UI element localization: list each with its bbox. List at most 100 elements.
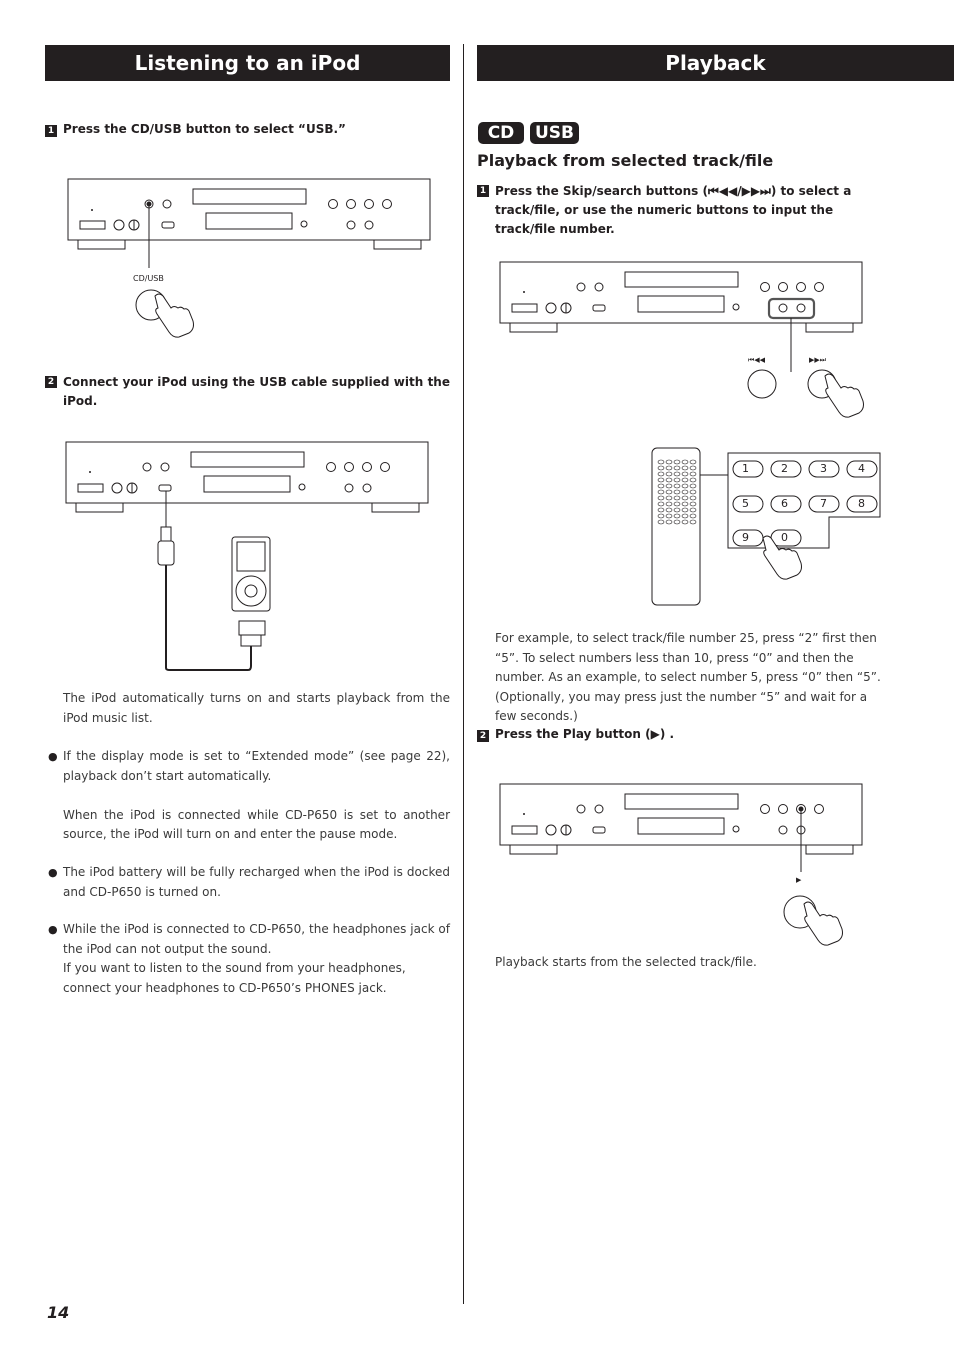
- keypad-key-5: 5: [742, 497, 749, 510]
- page-number: 14: [47, 1303, 70, 1322]
- skip-forward-label: ▶▶⏭: [809, 356, 827, 364]
- keypad-key-2: 2: [781, 462, 788, 475]
- remote-button: [689, 465, 697, 471]
- remote-button: [689, 507, 697, 513]
- cdusb-button-label: CD/USB: [133, 274, 164, 283]
- keypad-key-7: 7: [820, 497, 827, 510]
- remote-button: [657, 513, 665, 519]
- remote-button: [665, 459, 673, 465]
- keypad-key-outline: [808, 460, 840, 478]
- left-bullet-3: ● While the iPod is connected to CD-P650…: [48, 920, 450, 998]
- right-step-2: 2 Press the Play button (▶) .: [477, 725, 887, 744]
- step-text: Press the Skip/search buttons (⏮◀◀/▶▶⏭) …: [495, 184, 852, 236]
- remote-button: [689, 483, 697, 489]
- step-number: 2: [45, 376, 57, 388]
- keypad-key-8: 8: [858, 497, 865, 510]
- remote-button: [673, 471, 681, 477]
- remote-button: [681, 459, 689, 465]
- play-button-label: ▶: [796, 876, 802, 884]
- left-bullet-1: ● If the display mode is set to “Extende…: [48, 747, 450, 845]
- step-number: 2: [477, 730, 489, 742]
- bullet-icon: ●: [48, 750, 58, 763]
- keypad-key-outline: [732, 460, 764, 478]
- remote-button: [665, 465, 673, 471]
- remote-button: [665, 513, 673, 519]
- remote-button: [681, 471, 689, 477]
- remote-button: [673, 519, 681, 525]
- remote-button: [681, 483, 689, 489]
- bullet-icon: ●: [48, 866, 58, 879]
- right-step-1: 1 Press the Skip/search buttons (⏮◀◀/▶▶⏭)…: [477, 182, 887, 239]
- bullet-text: If the display mode is set to “Extended …: [63, 749, 450, 783]
- remote-button: [657, 519, 665, 525]
- keypad-key-outline: [846, 460, 878, 478]
- remote-button: [657, 501, 665, 507]
- keypad-key-outline: [732, 495, 764, 513]
- remote-button: [665, 519, 673, 525]
- remote-button: [673, 501, 681, 507]
- step-number: 1: [45, 125, 57, 137]
- remote-button: [689, 471, 697, 477]
- remote-button: [657, 459, 665, 465]
- bullet-text: The iPod battery will be fully recharged…: [63, 865, 450, 899]
- remote-button: [657, 507, 665, 513]
- remote-button: [657, 477, 665, 483]
- remote-button: [673, 465, 681, 471]
- remote-button: [673, 489, 681, 495]
- step-text: Connect your iPod using the USB cable su…: [63, 375, 450, 408]
- remote-button: [681, 477, 689, 483]
- right-section-title: Playback: [477, 45, 954, 81]
- remote-button: [665, 495, 673, 501]
- remote-button: [681, 489, 689, 495]
- remote-button: [673, 459, 681, 465]
- remote-button: [689, 513, 697, 519]
- remote-button: [657, 489, 665, 495]
- keypad-key-3: 3: [820, 462, 827, 475]
- remote-button: [657, 483, 665, 489]
- remote-button: [689, 519, 697, 525]
- example-paragraph: For example, to select track/file number…: [495, 631, 881, 723]
- remote-button: [665, 501, 673, 507]
- remote-button: [681, 513, 689, 519]
- remote-button: [657, 495, 665, 501]
- bullet-icon: ●: [48, 923, 58, 936]
- keypad-key-6: 6: [781, 497, 788, 510]
- cd-tag: CD: [478, 122, 524, 144]
- remote-button: [665, 477, 673, 483]
- remote-button: [681, 501, 689, 507]
- left-paragraph-1: The iPod automatically turns on and star…: [63, 691, 450, 725]
- left-step-2: 2 Connect your iPod using the USB cable s…: [45, 373, 450, 411]
- column-divider: [463, 44, 464, 1304]
- keypad-key-4: 4: [858, 462, 865, 475]
- remote-button: [689, 477, 697, 483]
- remote-button: [673, 477, 681, 483]
- playback-subtitle: Playback from selected track/file: [477, 151, 774, 170]
- step-text: Press the CD/USB button to select “USB.”: [63, 122, 346, 136]
- remote-button: [681, 507, 689, 513]
- usb-tag: USB: [530, 122, 579, 144]
- remote-button: [665, 483, 673, 489]
- left-step-1: 1 Press the CD/USB button to select “USB.…: [45, 120, 450, 139]
- remote-button: [689, 459, 697, 465]
- remote-button: [657, 465, 665, 471]
- keypad-key-0: 0: [781, 531, 788, 544]
- remote-button: [673, 507, 681, 513]
- remote-button: [665, 489, 673, 495]
- remote-button: [681, 495, 689, 501]
- step-text: Press the Play button (▶) .: [495, 727, 675, 741]
- step-number: 1: [477, 185, 489, 197]
- remote-button: [681, 519, 689, 525]
- keypad-key-1: 1: [742, 462, 749, 475]
- remote-button: [689, 489, 697, 495]
- left-section-title: Listening to an iPod: [45, 45, 450, 81]
- bullet-text: While the iPod is connected to CD-P650, …: [63, 922, 450, 956]
- keypad-key-outline: [770, 460, 802, 478]
- remote-button: [665, 471, 673, 477]
- remote-button: [665, 507, 673, 513]
- bullet-extra: When the iPod is connected while CD-P650…: [63, 807, 450, 842]
